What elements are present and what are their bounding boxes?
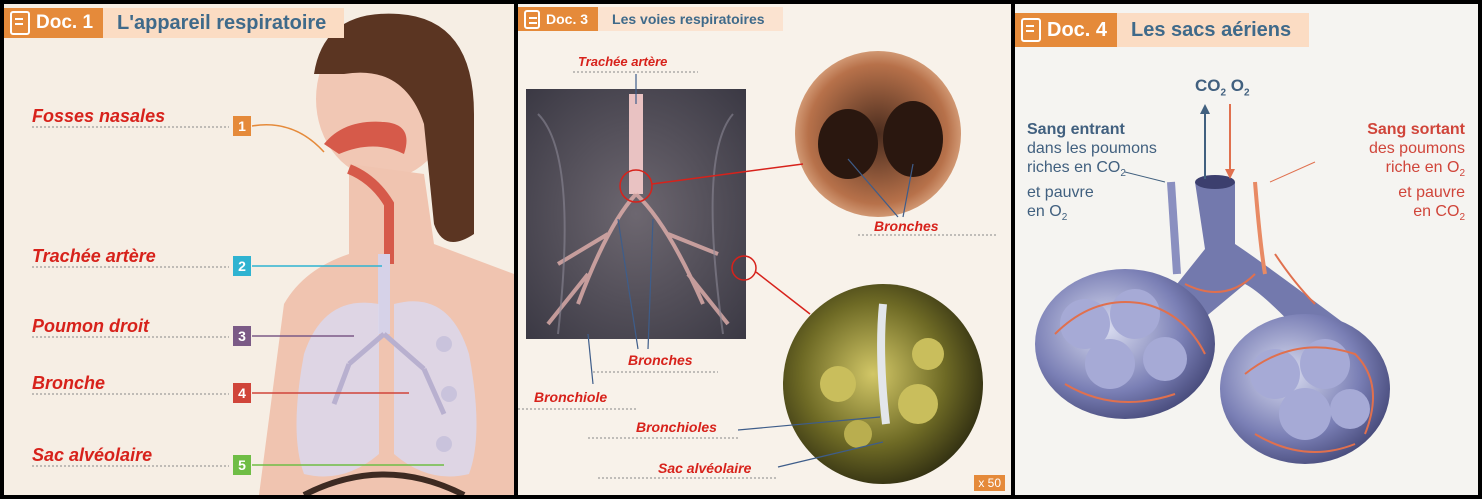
- incoming-blood-text: Sang entrant dans les poumons riches en …: [1027, 120, 1157, 227]
- outgoing-line-1: des poumons: [1315, 139, 1465, 158]
- document-icon: [1021, 18, 1041, 42]
- doc3-panel: Doc. 3 Les voies respiratoires Trachée a…: [518, 4, 1011, 495]
- doc1-title: L'appareil respiratoire: [103, 8, 344, 38]
- incoming-blood-title: Sang entrant: [1027, 120, 1157, 139]
- doc3-header: Doc. 3 Les voies respiratoires: [518, 4, 783, 34]
- co2-label: CO: [1195, 76, 1221, 95]
- label-bronches-bottom: Bronches: [628, 352, 693, 368]
- label-bronchioles: Bronchioles: [636, 419, 717, 435]
- label-trachee-artere: Trachée artère: [32, 246, 156, 267]
- incoming-line-3: et pauvre: [1027, 183, 1157, 202]
- label-bronche: Bronche: [32, 373, 105, 394]
- label-bronchiole: Bronchiole: [534, 389, 607, 405]
- number-1: 1: [233, 116, 251, 136]
- incoming-line-1: dans les poumons: [1027, 139, 1157, 158]
- doc3-tag: Doc. 3: [518, 7, 598, 31]
- number-2: 2: [233, 256, 251, 276]
- label-trachee-artere: Trachée artère: [578, 54, 667, 69]
- number-3: 3: [233, 326, 251, 346]
- outgoing-line-4: en CO2: [1315, 202, 1465, 227]
- doc4-title: Les sacs aériens: [1117, 13, 1309, 47]
- airways-photos-illustration: [518, 4, 1011, 495]
- doc4-header: Doc. 4 Les sacs aériens: [1015, 4, 1309, 56]
- label-sac-alveolaire: Sac alvéolaire: [658, 460, 751, 476]
- document-icon: [524, 10, 540, 29]
- doc1-header: Doc. 1 L'appareil respiratoire: [4, 4, 344, 42]
- doc3-title: Les voies respiratoires: [598, 7, 783, 31]
- outgoing-line-2: riche en O2: [1315, 158, 1465, 183]
- label-poumon-droit: Poumon droit: [32, 316, 149, 337]
- label-bronches-right: Bronches: [874, 218, 939, 234]
- number-5: 5: [233, 455, 251, 475]
- incoming-line-2: riches en CO2: [1027, 158, 1157, 183]
- doc1-panel: Doc. 1 L'appareil respiratoire Fosses na…: [4, 4, 514, 495]
- outgoing-blood-text: Sang sortant des poumons riche en O2 et …: [1315, 120, 1465, 227]
- outgoing-line-3: et pauvre: [1315, 183, 1465, 202]
- label-sac-alveolaire: Sac alvéolaire: [32, 445, 152, 466]
- number-4: 4: [233, 383, 251, 403]
- incoming-line-4: en O2: [1027, 202, 1157, 227]
- outgoing-blood-title: Sang sortant: [1315, 120, 1465, 139]
- label-fosses-nasales: Fosses nasales: [32, 106, 165, 127]
- doc4-tag: Doc. 4: [1015, 13, 1117, 47]
- document-icon: [10, 11, 30, 35]
- doc4-panel: Doc. 4 Les sacs aériens CO2 O2 Sang entr…: [1015, 4, 1478, 495]
- doc1-tag: Doc. 1: [4, 8, 103, 38]
- o2-label: O: [1231, 76, 1244, 95]
- zoom-badge: x 50: [974, 475, 1005, 491]
- gas-labels: CO2 O2: [1195, 76, 1250, 102]
